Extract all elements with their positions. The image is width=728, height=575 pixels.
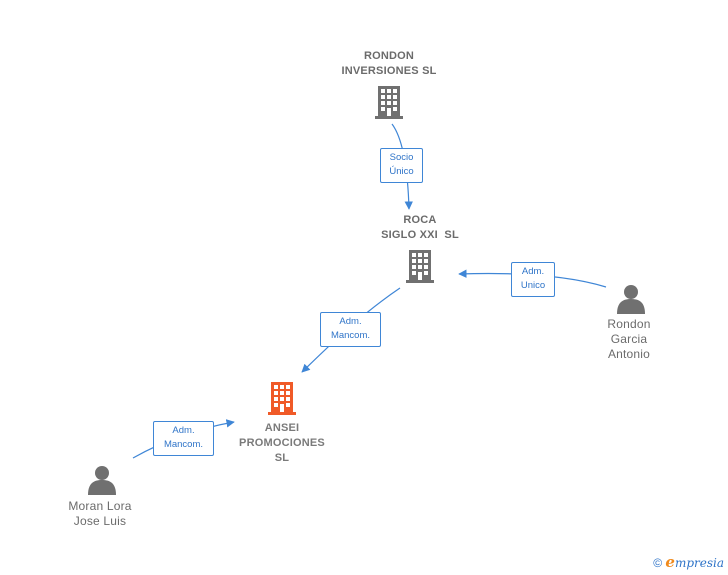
person-icon[interactable] xyxy=(88,466,116,495)
edge-label-adm-mancom-roca[interactable]: Adm. Mancom. xyxy=(320,312,381,347)
edge-label-socio-unico[interactable]: Socio Único xyxy=(380,148,423,183)
edge-label-adm-unico[interactable]: Adm. Unico xyxy=(511,262,555,297)
node-label-rondon-inversiones[interactable]: RONDON INVERSIONES SL xyxy=(341,50,437,77)
building-icon[interactable] xyxy=(375,86,403,119)
building-icon[interactable] xyxy=(406,250,434,283)
node-label-rondon-garcia[interactable]: Rondon Garcia Antonio xyxy=(607,317,651,361)
node-label-moran-lora[interactable]: Moran Lora Jose Luis xyxy=(68,499,132,528)
node-label-ansei[interactable]: ANSEI PROMOCIONES SL xyxy=(239,422,325,464)
edge-label-adm-mancom-moran[interactable]: Adm. Mancom. xyxy=(153,421,214,456)
empresia-footer[interactable]: © empresia xyxy=(653,553,724,571)
building-icon[interactable] xyxy=(268,382,296,415)
empresia-logo: empresia xyxy=(665,553,724,571)
node-label-roca-siglo[interactable]: ROCA SIGLO XXI SL xyxy=(381,214,459,241)
person-icon[interactable] xyxy=(617,285,645,314)
copyright-icon: © xyxy=(653,556,663,570)
